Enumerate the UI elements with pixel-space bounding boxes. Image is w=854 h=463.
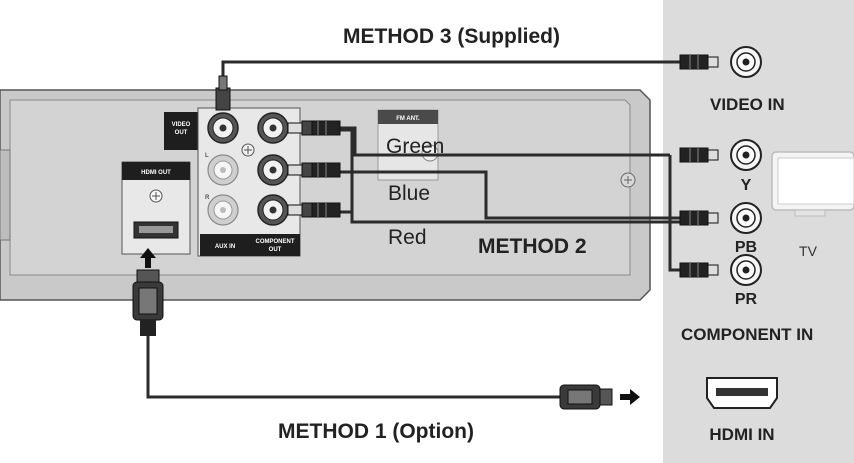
- screw-icon: [620, 172, 636, 188]
- aux-in-r-jack: [207, 194, 239, 226]
- fm-ant-area: FM ANT.: [377, 109, 439, 181]
- component-out-red-jack: [257, 194, 289, 226]
- component-cable-green: [340, 126, 680, 224]
- pb-label: PB: [735, 239, 757, 256]
- video-out-block: VIDEO OUT: [164, 112, 198, 150]
- hdmi-out-label: HDMI OUT: [141, 170, 171, 176]
- tv-video-in-jack: [730, 46, 762, 78]
- component-cable-red: [340, 155, 680, 272]
- y-label: Y: [741, 177, 752, 194]
- tv-hdmi-in-port: [706, 377, 778, 409]
- rca-plug-y-tv: [679, 147, 719, 163]
- hdmi-in-label: HDMI IN: [709, 425, 774, 444]
- video-out-label-2: OUT: [175, 130, 188, 136]
- rca-plug-blue-player: [287, 162, 341, 178]
- component-in-label: COMPONENT IN: [681, 325, 813, 344]
- video-out-jack: [207, 112, 239, 144]
- tv-icon: [771, 151, 854, 217]
- pr-label: PR: [735, 291, 758, 308]
- fm-ant-label: FM ANT.: [396, 116, 420, 122]
- tv-pb-jack: [730, 202, 762, 234]
- video-in-label: VIDEO IN: [710, 95, 785, 114]
- aux-r-mark: R: [205, 195, 210, 201]
- component-out-green-jack: [257, 112, 289, 144]
- component-out-blue-jack: [257, 154, 289, 186]
- aux-l-mark: L: [205, 153, 209, 159]
- tv-label: TV: [799, 243, 818, 259]
- tv-y-jack: [730, 139, 762, 171]
- hdmi-plug-tv: [559, 384, 613, 410]
- component-out-label-2: OUT: [269, 247, 282, 253]
- method-3-label: METHOD 3 (Supplied): [343, 25, 560, 48]
- rca-plug-red-player: [287, 202, 341, 218]
- arrow-right-icon: [620, 389, 640, 405]
- tv-pr-jack: [730, 254, 762, 286]
- hdmi-plug-player: [132, 269, 164, 336]
- aux-in-label: AUX IN: [215, 244, 235, 250]
- rca-plug-video-tv: [679, 54, 719, 70]
- panel-screw-icon: [241, 143, 255, 157]
- hdmi-cable: [132, 269, 613, 410]
- arrow-up-icon: [140, 248, 156, 268]
- video-cable: [215, 60, 680, 111]
- method-2-label: METHOD 2: [478, 235, 587, 258]
- rca-plug-pb-tv: [679, 210, 719, 226]
- blue-label: Blue: [388, 182, 430, 205]
- aux-in-l-jack: [207, 154, 239, 186]
- component-cable-blue: [340, 170, 680, 220]
- rca-plug-green-player: [287, 120, 341, 136]
- video-out-label-1: VIDEO: [172, 122, 191, 128]
- hdmi-out-block: HDMI OUT: [121, 161, 191, 255]
- component-out-label-1: COMPONENT: [256, 239, 295, 245]
- method-1-label: METHOD 1 (Option): [278, 420, 474, 443]
- rca-plug-pr-tv: [679, 262, 719, 278]
- green-label: Green: [386, 135, 444, 158]
- red-label: Red: [388, 226, 427, 249]
